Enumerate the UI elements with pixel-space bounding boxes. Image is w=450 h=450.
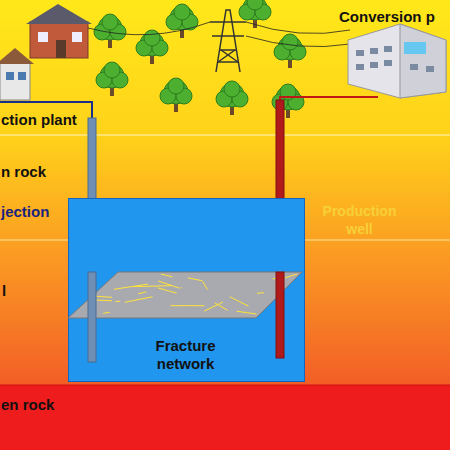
house	[0, 48, 34, 100]
layer-label: n rock	[1, 163, 46, 180]
power-tower	[210, 10, 246, 72]
plant-label: ction plant	[1, 111, 77, 128]
region-label: Fracture network	[126, 337, 246, 373]
conversion-building	[348, 24, 446, 98]
production-pipe	[280, 97, 378, 100]
well-label: jection	[1, 203, 49, 220]
layer-label: l	[2, 282, 6, 299]
power-lines	[88, 22, 350, 47]
plant-label: Conversion p	[339, 8, 435, 25]
well-label: Production well	[312, 203, 407, 238]
house	[26, 4, 92, 58]
reservoir-node: Fracture network	[68, 337, 303, 373]
layer-label: en rock	[1, 396, 54, 413]
trees	[94, 0, 306, 118]
